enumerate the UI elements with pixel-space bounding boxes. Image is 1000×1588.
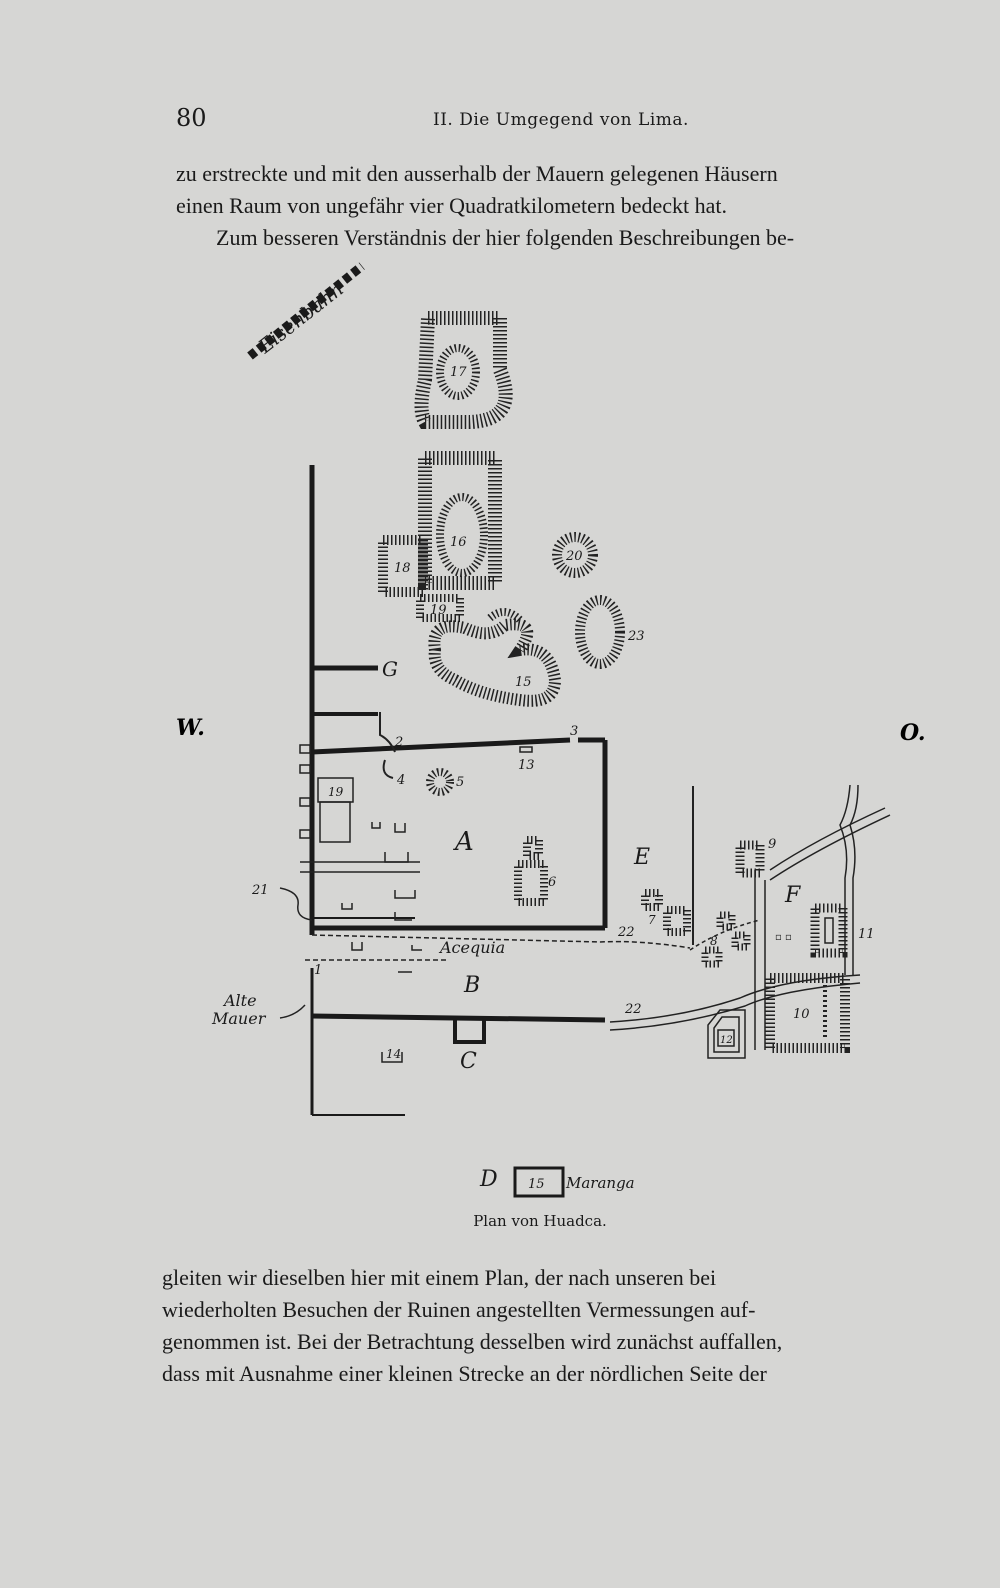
eisenbahn-label: Eisenbahn xyxy=(254,278,348,358)
mound-20: 20 xyxy=(552,532,598,578)
d-label: D xyxy=(479,1167,498,1192)
number-label: 22 xyxy=(617,925,635,940)
number-label: 9 xyxy=(768,837,776,852)
number-label: 2 xyxy=(394,735,403,750)
east-label: O. xyxy=(900,720,926,746)
text-line: dass mit Ausnahme einer kleinen Strecke … xyxy=(162,1361,767,1386)
number-label: 7 xyxy=(648,913,656,927)
acequia-channel xyxy=(305,934,691,961)
paragraph-bottom: gleiten wir dieselben hier mit einem Pla… xyxy=(162,1262,952,1390)
mound-9: 9 xyxy=(735,837,776,878)
number-label: 15 xyxy=(528,1177,545,1192)
structure-12 xyxy=(707,1009,746,1059)
mound-16: 16 xyxy=(418,451,502,590)
text-line: Zum besseren Verständnis der hier folgen… xyxy=(216,225,795,250)
g-label: G xyxy=(382,657,398,681)
e-label: E xyxy=(633,845,650,870)
number-label: 17 xyxy=(450,365,467,380)
enclosure-a xyxy=(311,737,608,931)
structure-21 xyxy=(299,744,420,873)
number-label: 22 xyxy=(624,1002,642,1017)
number-label: 18 xyxy=(394,561,411,576)
mound-11: 11 xyxy=(810,903,875,958)
running-head: 80 II. Die Umgegend von Lima. xyxy=(176,104,716,134)
acequia-label: Acequia xyxy=(438,938,505,957)
number-label: 19 xyxy=(430,603,447,618)
number-label: 5 xyxy=(456,775,464,790)
number-label: 13 xyxy=(518,758,535,773)
alte-label: Alte xyxy=(222,991,257,1010)
mound-17: 17 xyxy=(414,311,513,429)
chapter-title: II. Die Umgegend von Lima. xyxy=(433,110,689,130)
number-label: 14 xyxy=(386,1047,401,1061)
text-line: zu erstreckte und mit den ausserhalb der… xyxy=(176,161,778,186)
roads xyxy=(609,784,891,1050)
mound-10: 10 xyxy=(765,973,850,1053)
mauer-label: Mauer xyxy=(211,1009,267,1028)
mound-6: 6 xyxy=(514,836,556,906)
b-label: B xyxy=(463,973,480,998)
a-label: A xyxy=(453,827,474,857)
number-label: 4 xyxy=(396,773,405,788)
mound-8: 8 xyxy=(701,911,751,968)
page-number: 80 xyxy=(176,104,207,132)
west-label: W. xyxy=(176,715,205,741)
figure-caption: Plan von Huadca. xyxy=(473,1212,607,1230)
paragraph-top: zu erstreckte und mit den ausserhalb der… xyxy=(176,158,966,254)
number-label: 3 xyxy=(570,724,578,739)
c-label: C xyxy=(460,1049,477,1074)
f-label: F xyxy=(784,883,801,908)
number-label: 8 xyxy=(710,934,718,948)
number-label: 23 xyxy=(627,629,645,644)
number-label: 16 xyxy=(450,535,467,550)
plan-figure: Eisenbahn 17 16 18 19 20 xyxy=(176,262,926,1198)
number-label: 1 xyxy=(314,963,322,978)
text-line: einen Raum von ungefähr vier Quadratkilo… xyxy=(176,193,728,218)
mound-15: 15 xyxy=(428,608,562,707)
text-line: genommen ist. Bei der Betrachtung dessel… xyxy=(162,1329,783,1354)
enclosure-b xyxy=(311,1013,606,1044)
maranga-label: Maranga xyxy=(565,1174,635,1192)
west-wall xyxy=(309,465,405,1116)
number-label: 21 xyxy=(251,883,269,898)
mound-7: 7 xyxy=(641,889,691,936)
text-line: wiederholten Besuchen der Ruinen angeste… xyxy=(162,1297,756,1322)
mound-5: 5 xyxy=(426,768,464,796)
mound-23: 23 xyxy=(575,595,645,669)
mound-18: 18 xyxy=(378,535,428,597)
number-label: 15 xyxy=(515,675,532,690)
text-line: gleiten wir dieselben hier mit einem Pla… xyxy=(162,1265,717,1290)
mound-19: 19 xyxy=(416,594,464,622)
number-label: 19 xyxy=(328,785,344,799)
svg-text:▫ ▫: ▫ ▫ xyxy=(775,932,792,943)
number-label: 6 xyxy=(548,875,556,890)
railway: Eisenbahn xyxy=(247,262,365,360)
small-structures xyxy=(341,822,422,1063)
number-label: 10 xyxy=(793,1007,810,1022)
number-label: 12 xyxy=(720,1035,733,1046)
number-label: 11 xyxy=(858,927,875,942)
number-label: 20 xyxy=(565,549,583,564)
